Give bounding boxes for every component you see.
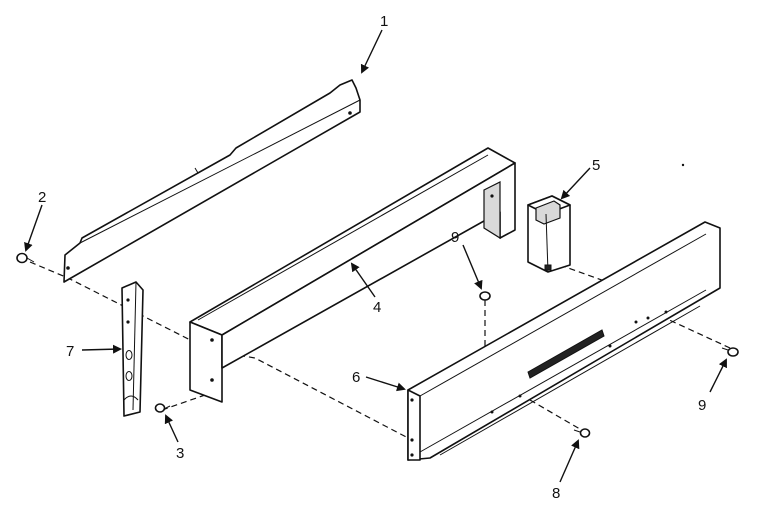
part-6-control-panel [407, 221, 721, 461]
callout-2: 2 [38, 189, 46, 206]
screw-part-8 [573, 428, 591, 438]
screw-part-3 [154, 403, 171, 413]
callout-5: 5 [592, 157, 600, 174]
part-4-channel [189, 147, 516, 403]
callout-4: 4 [373, 299, 381, 316]
callout-3: 3 [176, 445, 184, 462]
screw-part-2 [16, 252, 35, 264]
callout-6: 6 [352, 369, 360, 386]
callout-9-right: 9 [698, 397, 706, 414]
part-1-top-panel [63, 79, 361, 283]
callout-1: 1 [380, 13, 388, 30]
callout-9-top: 9 [451, 229, 459, 246]
part-7-bracket [121, 281, 144, 417]
screw-part-9-top [479, 291, 491, 306]
callout-8: 8 [552, 485, 560, 502]
screw-part-9-right [721, 347, 739, 357]
leader-arrows [24, 29, 727, 483]
callout-7: 7 [66, 343, 74, 360]
part-5-box [527, 195, 571, 273]
